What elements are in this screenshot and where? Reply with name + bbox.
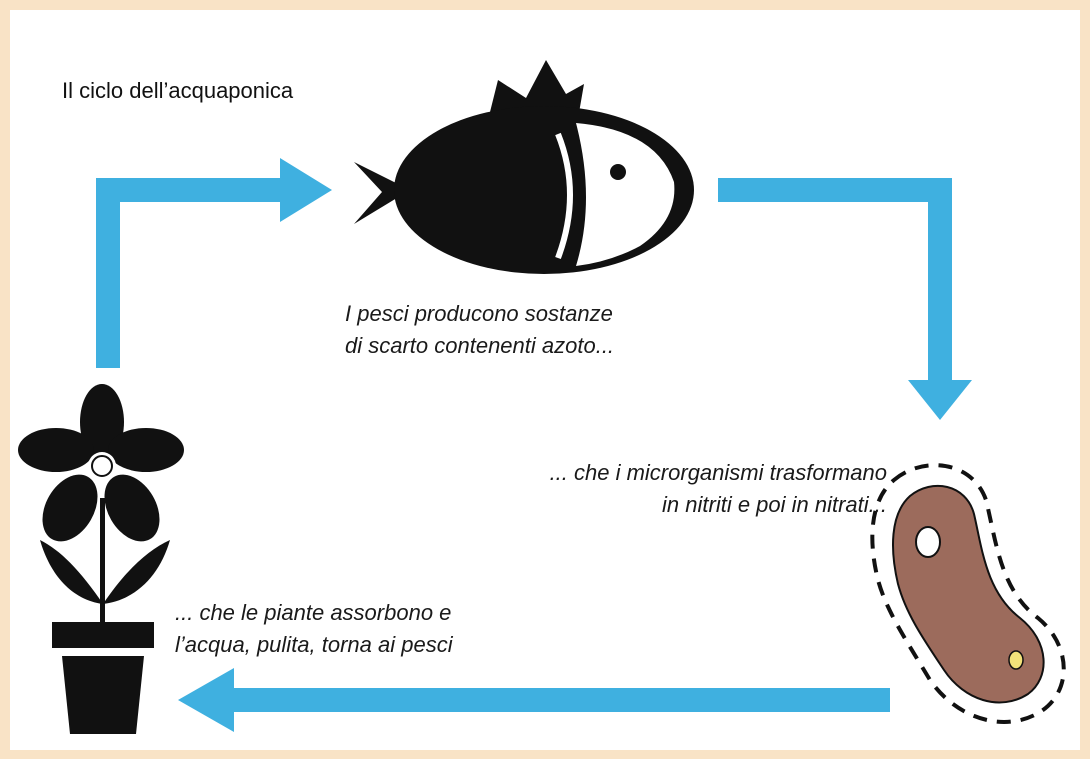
fish-caption-line: I pesci producono sostanze (345, 298, 614, 330)
cycle-diagram (10, 10, 1080, 750)
arrow-plant-to-fish (96, 158, 332, 368)
microbe-caption-line: in nitriti e poi in nitrati... (470, 489, 887, 521)
fish-icon (354, 60, 694, 274)
diagram-panel: Il ciclo dell’acquaponica I pesci produc… (10, 10, 1080, 750)
plant-caption: ... che le piante assorbono e l’acqua, p… (175, 597, 453, 661)
microorganism-icon (872, 465, 1063, 722)
plant-caption-line: l’acqua, pulita, torna ai pesci (175, 629, 453, 661)
flower-pot-icon (18, 384, 184, 734)
fish-caption: I pesci producono sostanze di scarto con… (345, 298, 614, 362)
arrow-microbe-to-plant (178, 668, 890, 732)
fish-caption-line: di scarto contenenti azoto... (345, 330, 614, 362)
microbe-caption: ... che i microrganismi trasformano in n… (470, 457, 887, 521)
microbe-caption-line: ... che i microrganismi trasformano (470, 457, 887, 489)
arrow-fish-to-microbe (718, 178, 972, 420)
plant-caption-line: ... che le piante assorbono e (175, 597, 453, 629)
diagram-title: Il ciclo dell’acquaponica (62, 78, 293, 104)
